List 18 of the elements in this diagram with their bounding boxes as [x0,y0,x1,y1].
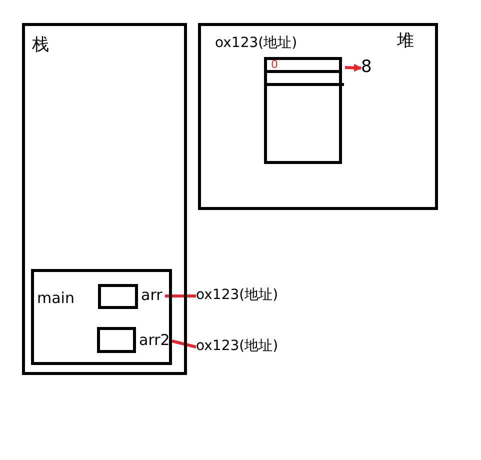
frame-title: main [37,290,74,306]
arrow [344,64,362,72]
heap-area [198,23,438,210]
method-frame [31,269,172,365]
variable-box [98,284,138,309]
address-text: ox123(地址) [215,34,298,52]
variable-name: arr [141,285,165,305]
variable-name: arr2 [139,330,172,350]
address-text: ox123(地址) [196,285,276,305]
value-text: 8 [361,56,377,78]
area-title: 栈 [32,36,49,55]
array-block [264,57,342,164]
array-cell [267,60,339,73]
variable-box [97,327,136,353]
stack-frame [22,23,187,375]
area-title: 堆 [397,32,414,51]
address-text: ox123(地址) [196,336,276,356]
cell-value: 0 [271,59,278,72]
